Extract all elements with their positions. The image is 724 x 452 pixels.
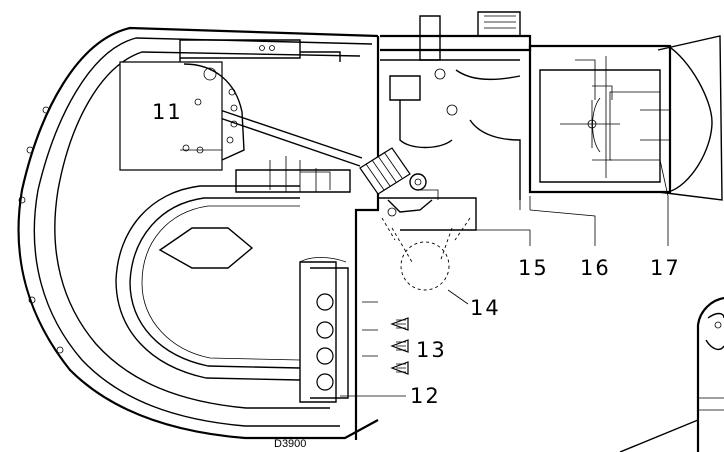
label-17: 17 [650, 256, 681, 280]
servomotor-11 [119, 61, 245, 171]
label-16: 16 [580, 256, 611, 280]
label-11: 11 [152, 100, 183, 124]
label-14: 14 [470, 296, 501, 320]
drawing-code: D3900 [274, 438, 306, 450]
air-flow-arrows-13 [390, 317, 409, 375]
label-12: 12 [410, 384, 441, 408]
fan-motor-17 [519, 35, 723, 210]
detail-view [619, 296, 724, 452]
label-15: 15 [518, 256, 549, 280]
inspection-window-12 [299, 212, 378, 440]
air-pipe [359, 11, 532, 200]
burner-casing [17, 26, 379, 440]
leader-lines [340, 159, 669, 397]
gas-flange [378, 189, 477, 291]
label-13: 13 [416, 338, 447, 362]
